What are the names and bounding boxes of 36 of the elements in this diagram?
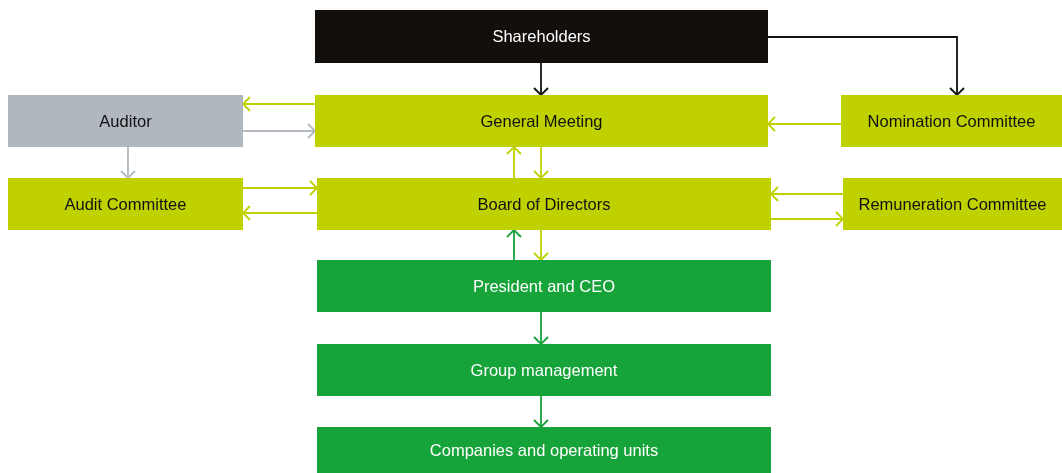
org-box [317,427,771,473]
box-label: Companies and operating units [429,440,659,460]
arrow [770,186,844,202]
org-box [315,10,768,63]
org-box [8,95,243,147]
box-label: Group management [470,360,618,380]
arrow [533,311,549,345]
arrow [506,146,522,179]
arrow [242,205,318,221]
box-label: General Meeting [480,111,603,131]
org-box [841,95,1062,147]
box-label: President and CEO [472,276,616,296]
arrow [533,146,549,179]
arrow [767,116,842,132]
arrow [120,146,136,179]
org-box [315,95,768,147]
arrow [242,123,316,139]
arrow [533,229,549,261]
arrow [242,180,318,196]
arrow [242,96,316,112]
org-box [317,344,771,396]
arrow [767,36,965,96]
arrow [533,62,549,96]
box-label: Audit Committee [64,194,187,214]
arrow [506,229,522,261]
box-label: Board of Directors [477,194,611,214]
box-label: Auditor [99,111,152,131]
arrow [770,211,844,227]
org-box [8,178,243,230]
org-box [843,178,1062,230]
org-box [317,260,771,312]
arrow [533,395,549,428]
box-label: Remuneration Committee [858,194,1047,214]
box-label: Nomination Committee [867,111,1036,131]
box-label: Shareholders [492,27,591,46]
org-box [317,178,771,230]
